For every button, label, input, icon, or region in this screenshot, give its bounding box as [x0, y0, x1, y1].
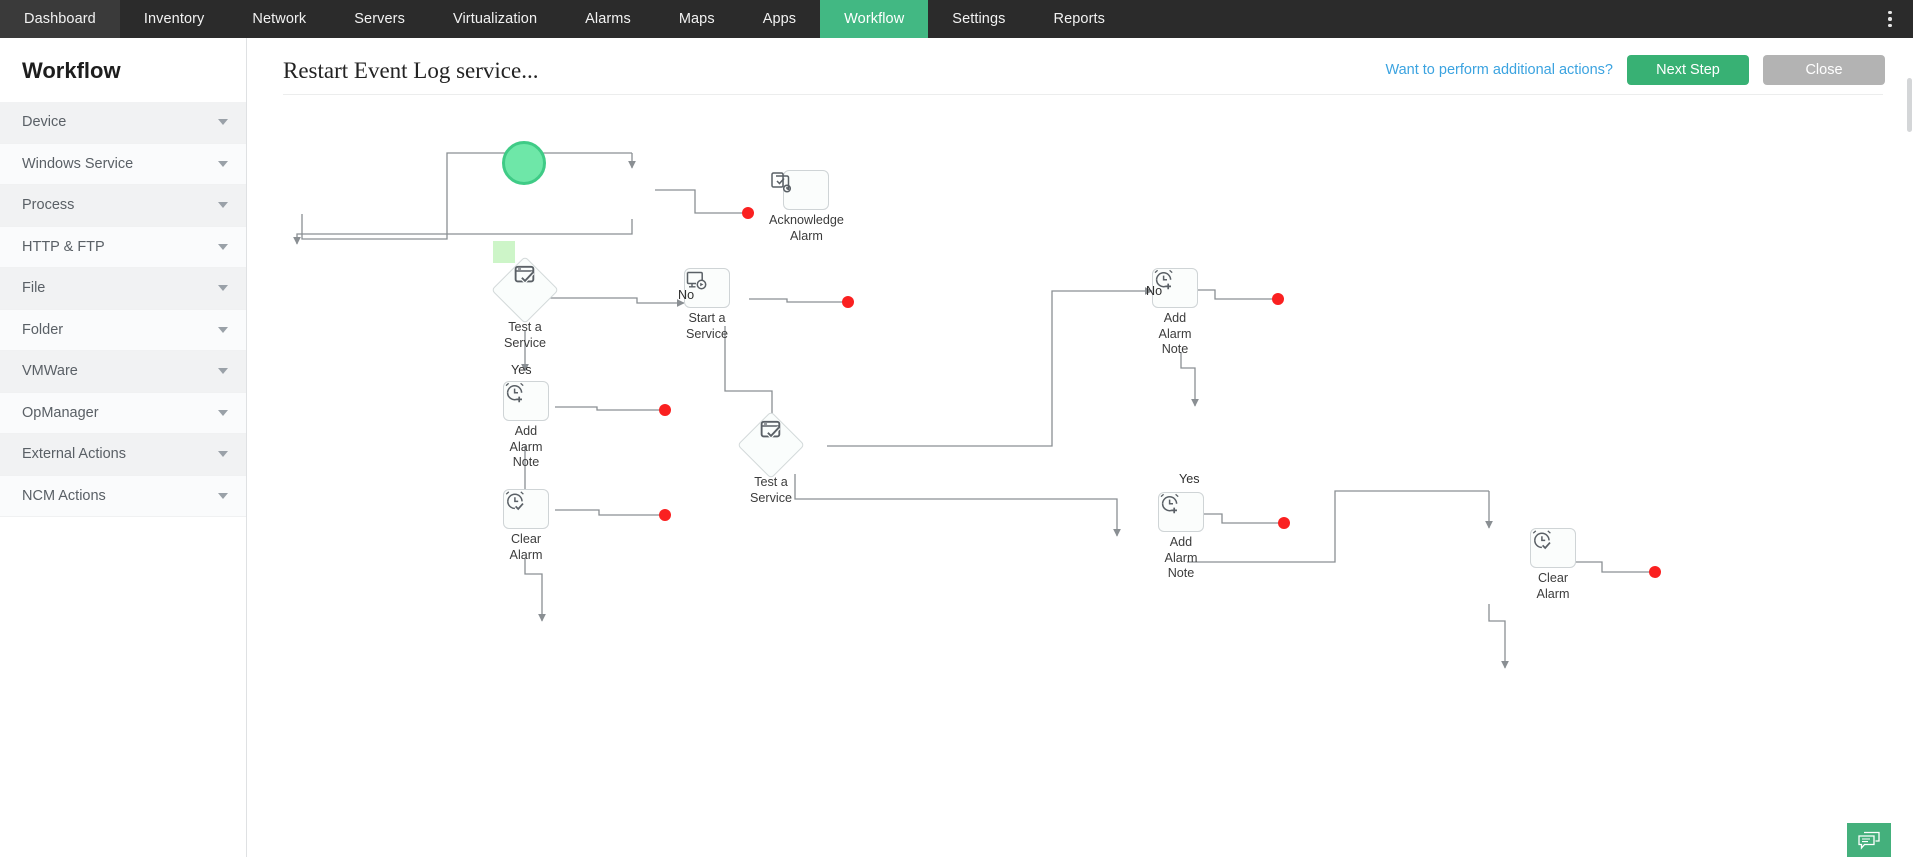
node-label: Test a Service [504, 320, 546, 350]
sidebar-item-folder[interactable]: Folder [0, 309, 246, 351]
chevron-down-icon [218, 202, 228, 209]
sidebar-item-process[interactable]: Process [0, 185, 246, 227]
sidebar-item-vmware[interactable]: VMWare [0, 351, 246, 393]
chevron-down-icon [218, 326, 228, 333]
nav-item-dashboard[interactable]: Dashboard [0, 0, 120, 38]
endpoint-dot[interactable] [742, 207, 754, 219]
nav-item-alarms[interactable]: Alarms [585, 11, 631, 27]
nav-item-maps[interactable]: Maps [678, 11, 715, 27]
node-label: Start a Service [686, 311, 728, 341]
node-label: Add Alarm Note [509, 424, 543, 469]
header-actions: Want to perform additional actions? Next… [1385, 55, 1885, 85]
node-label: Clear Alarm [509, 532, 543, 562]
sidebar-item-label: VMWare [22, 363, 78, 380]
sidebar-item-label: Windows Service [22, 155, 134, 172]
sidebar-item-label: External Actions [22, 446, 126, 463]
drop-target-chip[interactable] [493, 241, 515, 263]
node-test-a-service-2[interactable]: Test a Service [737, 411, 805, 506]
chat-support-button[interactable] [1847, 823, 1891, 857]
chevron-down-icon [218, 160, 228, 167]
sidebar-item-ncm-actions[interactable]: NCM Actions [0, 475, 246, 517]
endpoint-dot[interactable] [1649, 566, 1661, 578]
nav-item-workflow[interactable]: Workflow [820, 0, 929, 38]
node-label: Test a Service [750, 475, 792, 505]
nav-item-network[interactable]: Network [252, 11, 307, 27]
endpoint-dot[interactable] [659, 509, 671, 521]
nav-item-servers[interactable]: Servers [354, 11, 405, 27]
sidebar-item-opmanager[interactable]: OpManager [0, 392, 246, 434]
sidebar-item-external-actions[interactable]: External Actions [0, 434, 246, 476]
chevron-down-icon [218, 285, 228, 292]
node-add-alarm-note-1[interactable]: Add Alarm Note [503, 381, 549, 471]
workflow-start-node[interactable] [502, 141, 546, 185]
nav-item-reports[interactable]: Reports [1053, 11, 1105, 27]
edge-label-no-2: No [1146, 284, 1163, 298]
sidebar-item-label: Device [22, 114, 67, 131]
sidebar-item-label: NCM Actions [22, 487, 106, 504]
sidebar-item-file[interactable]: File [0, 268, 246, 310]
sidebar-item-device[interactable]: Device [0, 102, 246, 144]
chevron-down-icon [218, 492, 228, 499]
chevron-down-icon [218, 451, 228, 458]
sidebar-item-label: Process [22, 197, 75, 214]
node-label: Clear Alarm [1536, 571, 1570, 601]
endpoint-dot[interactable] [1278, 517, 1290, 529]
sidebar: Workflow Device Windows Service Process … [0, 38, 247, 857]
additional-actions-link[interactable]: Want to perform additional actions? [1385, 62, 1613, 78]
edge-label-no-1: No [678, 288, 695, 302]
node-label: Add Alarm Note [1164, 535, 1198, 580]
clear-alarm-icon [503, 489, 549, 529]
sidebar-item-windows-service[interactable]: Windows Service [0, 143, 246, 185]
node-start-a-service[interactable]: Start a Service [684, 268, 730, 342]
workflow-connectors [293, 152, 1649, 669]
sidebar-item-http-ftp[interactable]: HTTP & FTP [0, 226, 246, 268]
node-clear-alarm-2[interactable]: Clear Alarm [1530, 528, 1576, 602]
node-add-alarm-note-3[interactable]: Add Alarm Note [1158, 492, 1204, 582]
test-service-icon [491, 256, 559, 324]
content-area: Restart Event Log service... Want to per… [247, 38, 1913, 857]
edge-label-yes-1: Yes [511, 363, 532, 377]
workflow-canvas[interactable]: Acknowledge Alarm Test a Service [247, 96, 1913, 857]
top-navigation-bar: Dashboard Inventory Network Servers Virt… [0, 0, 1913, 38]
nav-item-settings[interactable]: Settings [952, 11, 1006, 27]
nav-item-apps[interactable]: Apps [762, 11, 797, 27]
sidebar-item-label: HTTP & FTP [22, 238, 105, 255]
endpoint-dot[interactable] [659, 404, 671, 416]
workflow-title: Restart Event Log service... [283, 58, 539, 83]
node-acknowledge-alarm[interactable]: Acknowledge Alarm [769, 170, 844, 244]
node-add-alarm-note-2[interactable]: Add Alarm Note [1152, 268, 1198, 358]
add-alarm-note-icon [1158, 492, 1204, 532]
nav-spacer [1129, 0, 1867, 38]
node-label: Acknowledge Alarm [769, 213, 844, 243]
nav-item-inventory[interactable]: Inventory [143, 11, 205, 27]
chevron-down-icon [218, 119, 228, 126]
endpoint-dot[interactable] [842, 296, 854, 308]
chevron-down-icon [218, 243, 228, 250]
sidebar-item-label: Folder [22, 321, 64, 338]
next-step-button[interactable]: Next Step [1627, 55, 1749, 85]
node-test-a-service-1[interactable]: Test a Service [491, 256, 559, 351]
header-divider [283, 94, 1883, 95]
acknowledge-alarm-icon [771, 170, 830, 210]
node-clear-alarm-1[interactable]: Clear Alarm [503, 489, 549, 563]
clear-alarm-icon [1530, 528, 1576, 568]
scrollbar-thumb[interactable] [1907, 78, 1912, 132]
kebab-menu-icon[interactable] [1867, 0, 1913, 38]
add-alarm-note-icon [503, 381, 549, 421]
sidebar-item-label: File [22, 280, 46, 297]
page-title: Workflow [22, 58, 121, 83]
close-button[interactable]: Close [1763, 55, 1885, 85]
node-label: Add Alarm Note [1158, 311, 1192, 356]
sidebar-item-label: OpManager [22, 404, 99, 421]
endpoint-dot[interactable] [1272, 293, 1284, 305]
chevron-down-icon [218, 368, 228, 375]
start-service-icon [684, 268, 730, 308]
chat-bubbles-icon [1858, 831, 1880, 850]
test-service-icon [737, 411, 805, 479]
add-alarm-note-icon [1152, 268, 1198, 308]
nav-item-virtualization[interactable]: Virtualization [452, 11, 538, 27]
edge-label-yes-2: Yes [1179, 472, 1200, 486]
chevron-down-icon [218, 409, 228, 416]
